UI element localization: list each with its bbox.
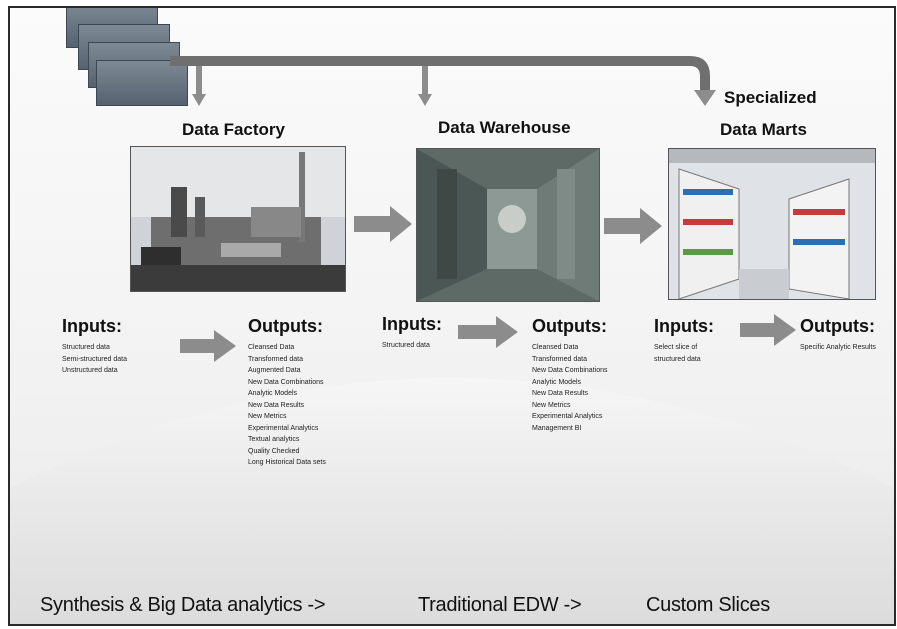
list-item: New Data Combinations xyxy=(532,367,608,374)
list-item: Analytic Models xyxy=(532,378,582,386)
data-warehouse-title: Data Warehouse xyxy=(438,118,571,137)
data-marts-title-line2: Data Marts xyxy=(720,120,807,139)
marts-inputs-list: Select slice of structured data xyxy=(654,342,701,365)
warehouse-image xyxy=(416,148,600,302)
list-item: Quality Checked xyxy=(248,447,300,455)
list-item: New Metrics xyxy=(532,401,571,409)
list-item: New Data Results xyxy=(532,390,589,397)
marts-inputs-label: Inputs: xyxy=(654,316,714,336)
factory-image xyxy=(130,146,346,292)
factory-inputs-label: Inputs: xyxy=(62,316,122,336)
list-item: Unstructured data xyxy=(62,367,118,374)
warehouse-to-marts-arrow xyxy=(604,208,662,244)
background-fan xyxy=(10,378,894,624)
warehouse-outputs-label: Outputs: xyxy=(532,316,607,336)
list-item: Transformed data xyxy=(248,355,303,363)
list-item: structured data xyxy=(654,355,701,363)
list-item: Experimental Analytics xyxy=(532,413,603,420)
list-item: Transformed data xyxy=(532,355,587,363)
warehouse-inputs-label: Inputs: xyxy=(382,314,442,334)
list-item: Specific Analytic Results xyxy=(800,344,876,351)
warehouse-caption: Traditional EDW -> xyxy=(418,594,582,616)
marts-caption: Custom Slices xyxy=(646,594,770,616)
list-item: New Metrics xyxy=(248,413,287,420)
list-item: Cleansed Data xyxy=(532,344,579,351)
list-item: Augmented Data xyxy=(248,367,301,374)
list-item: Semi-structured data xyxy=(62,355,127,363)
document-icon xyxy=(96,60,188,106)
marts-outputs-list: Specific Analytic Results xyxy=(800,342,876,354)
list-item: New Data Combinations xyxy=(248,378,324,386)
factory-outputs-label: Outputs: xyxy=(248,316,323,336)
data-factory-title: Data Factory xyxy=(182,120,285,139)
list-item: Management BI xyxy=(532,424,582,432)
diagram-slide: Data Factory Data Warehouse Specialized … xyxy=(8,6,896,626)
list-item: Long Historical Data sets xyxy=(248,459,326,466)
list-item: New Data Results xyxy=(248,401,305,409)
factory-caption: Synthesis & Big Data analytics -> xyxy=(40,594,326,616)
data-marts-title-line1: Specialized xyxy=(724,88,817,107)
data-marts-image xyxy=(668,148,876,300)
list-item: Select slice of xyxy=(654,344,698,351)
list-item: Analytic Models xyxy=(248,390,298,397)
list-item: Experimental Analytics xyxy=(248,424,319,432)
list-item: Textual analytics xyxy=(248,436,300,443)
warehouse-inputs-list: Structured data xyxy=(382,340,430,352)
factory-io-arrow xyxy=(180,330,236,362)
marts-io-arrow xyxy=(740,314,796,346)
warehouse-io-arrow xyxy=(458,316,518,348)
list-item: Cleansed Data xyxy=(248,344,295,351)
distribution-arrow xyxy=(170,56,716,106)
list-item: Structured data xyxy=(382,342,430,349)
factory-to-warehouse-arrow xyxy=(354,206,412,242)
marts-outputs-label: Outputs: xyxy=(800,316,875,336)
list-item: Structured data xyxy=(62,344,110,351)
